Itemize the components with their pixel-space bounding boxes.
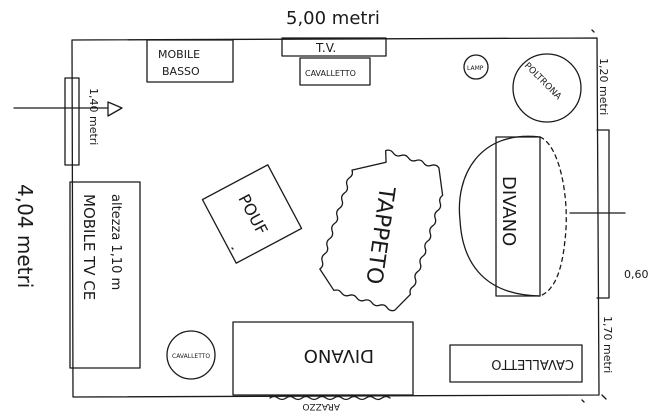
- height-label: 4,04 metri: [13, 184, 37, 288]
- divano-right-shape: [495, 136, 541, 297]
- arazzo-label: ARAZZO: [302, 401, 340, 411]
- divano-bottom-shape: [232, 321, 414, 396]
- cavalletto-top-label: CAVALLETTO: [305, 69, 356, 78]
- mobile-basso-label-1: MOBILE: [158, 48, 200, 61]
- cavalletto-top-shape: [299, 57, 371, 86]
- cavalletto-right-label: CAVALLETTO: [491, 356, 574, 371]
- mobile-tv-label-1: MOBILE TV CE: [80, 194, 98, 300]
- tappeto-shape: [319, 149, 444, 312]
- tv-label: T.V.: [315, 41, 336, 55]
- small-tick-marks: [231, 29, 607, 403]
- cavalletto-right-shape: [449, 344, 583, 383]
- left-arrow: [13, 101, 123, 117]
- width-label: 5,00 metri: [286, 8, 380, 29]
- divano-bottom-label: DIVANO: [304, 345, 374, 366]
- small-round-top-label: LAMP: [467, 65, 484, 72]
- left-opening-label: 1,40 metri: [87, 88, 100, 145]
- arazzo-wavy-line: [269, 395, 391, 401]
- mobile-tv-shape: [69, 181, 141, 369]
- tv-shape: [281, 37, 387, 57]
- small-round-bottom-label: CAVALLETTO: [172, 353, 210, 360]
- divano-right-label: DIVANO: [498, 176, 519, 246]
- small-round-bottom-shape: [166, 330, 216, 380]
- poltrona-label: POLTRONA: [522, 61, 564, 103]
- mobile-basso-label-2: BASSO: [162, 65, 200, 78]
- tappeto-label: TAPPETO: [360, 184, 399, 285]
- right-top-gap-label: 1,20 metri: [597, 58, 610, 115]
- left-opening-marks: [64, 77, 80, 166]
- pouf-label: POUF: [234, 191, 271, 238]
- poltrona-shape: [512, 53, 582, 123]
- mobile-tv-label-2: altezza 1,10 m: [108, 194, 123, 290]
- right-window-marks: [569, 129, 626, 299]
- right-bottom-gap-label: 1,70 metri: [601, 316, 614, 373]
- divano-right-dashed: [539, 136, 567, 297]
- pouf-shape: [201, 164, 303, 264]
- room-outline: [71, 37, 600, 398]
- mobile-basso-shape: [146, 39, 234, 83]
- small-round-top-shape: [463, 54, 489, 80]
- right-window-label: 0,60: [624, 268, 649, 281]
